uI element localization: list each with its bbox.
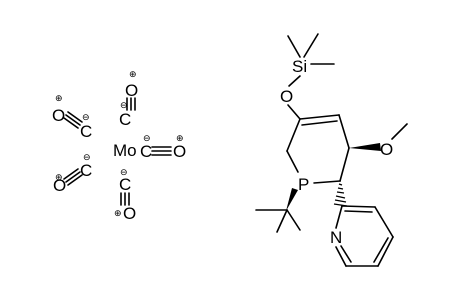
carbonyl-4-carbon: C [80,161,92,180]
pyridyl-hashed-bond [333,183,348,207]
methoxy-oxygen: O [380,140,393,159]
molybdenum-atom: Mo [113,141,137,160]
carbonyl-4: ⊕ O ⊖ C [53,153,92,195]
carbonyl-5-oxygen-charge: ⊕ [114,209,122,219]
carbonyl-3-carbon: C [140,142,152,161]
enol-ether-oxygen: O [280,87,293,106]
tert-butyl-wedge-bond [286,188,298,211]
phosphorus-atom: P [298,175,309,194]
carbonyl-4-oxygen: O [53,176,66,195]
silicon-atom: Si [292,57,307,76]
carbonyl-1-carbon: C [80,122,92,141]
carbonyl-4-oxygen-charge: ⊕ [55,173,63,183]
carbonyl-1-carbon-charge: ⊖ [82,113,90,123]
carbonyl-5-carbon: C [119,175,131,194]
carbonyl-1-oxygen: O [52,106,65,125]
tert-butyl-group [255,188,301,233]
carbonyl-3-carbon-charge: ⊖ [143,134,151,144]
pyridine-nitrogen: N [330,228,342,247]
carbonyl-3-oxygen: O [173,142,186,161]
methoxy-group: O [349,123,408,159]
pyridine-ring [335,205,394,267]
carbonyl-4-carbon-charge: ⊖ [83,153,91,163]
carbonyl-2-oxygen: O [125,81,138,100]
carbonyl-2-oxygen-charge: ⊕ [129,70,137,80]
carbonyl-3: ⊖ C ⊕ O [140,134,186,161]
methoxy-wedge-bond [349,143,381,151]
carbonyl-1: ⊕ O ⊖ C [52,94,92,141]
phosphinine-ring [286,114,350,184]
carbonyl-3-oxygen-charge: ⊕ [176,134,184,144]
carbonyl-2: ⊕ O ⊖ C [119,70,138,129]
carbonyl-2-carbon-charge: ⊖ [120,101,128,111]
carbonyl-5: ⊖ C ⊕ O [114,168,136,223]
carbonyl-1-oxygen-charge: ⊕ [55,94,63,104]
carbonyl-5-oxygen: O [123,204,136,223]
carbonyl-5-carbon-charge: ⊖ [120,168,128,178]
trimethylsilyl-group: Si [287,33,335,87]
carbonyl-2-carbon: C [119,110,131,129]
